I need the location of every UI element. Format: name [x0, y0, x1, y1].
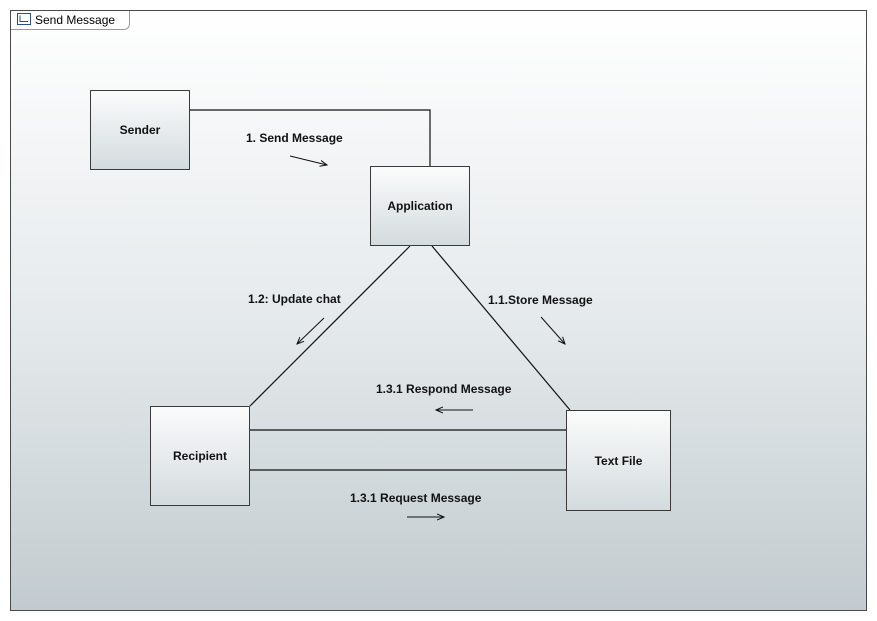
- sender-node[interactable]: Sender: [90, 90, 190, 170]
- update-chat-arrow: [297, 317, 325, 344]
- diagram-icon: [17, 13, 31, 25]
- store-message-label: 1.1.Store Message: [488, 293, 593, 307]
- text-file-node[interactable]: Text File: [566, 410, 671, 511]
- diagram-title: Send Message: [35, 13, 116, 27]
- application-label: Application: [387, 199, 453, 213]
- recipient-label: Recipient: [172, 449, 227, 463]
- diagram-tab[interactable]: Send Message: [11, 11, 130, 30]
- recipient-node[interactable]: Recipient: [150, 406, 250, 506]
- send-message-arrow: [289, 155, 327, 165]
- application-node[interactable]: Application: [370, 166, 470, 246]
- store-message-arrow: [540, 316, 565, 344]
- respond-message-label: 1.3.1 Respond Message: [376, 382, 512, 396]
- text-file-label: Text File: [594, 453, 643, 468]
- link-sender-application: [189, 109, 431, 166]
- update-chat-label: 1.2: Update chat: [248, 292, 341, 306]
- send-message-label: 1. Send Message: [246, 131, 343, 145]
- request-message-label: 1.3.1 Request Message: [350, 491, 482, 505]
- link-application-textfile: [431, 245, 571, 411]
- link-application-recipient: [249, 245, 411, 407]
- sender-label: Sender: [119, 123, 161, 137]
